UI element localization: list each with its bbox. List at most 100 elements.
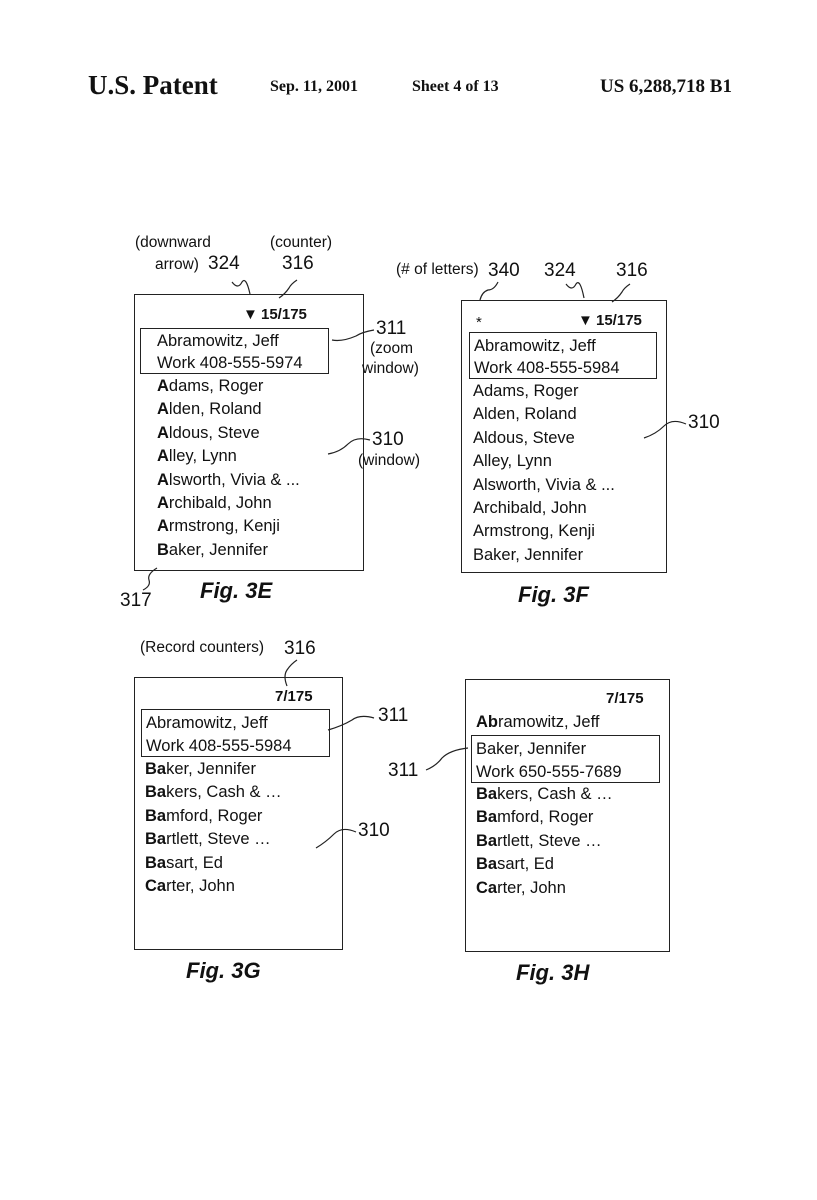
- fig3g-ref-311: 311: [378, 705, 409, 726]
- fig3e-list-item[interactable]: Adams, Roger: [157, 376, 263, 396]
- fig3e-matched-letters: A: [157, 447, 169, 466]
- fig3e-list-item-text: rmstrong, Kenji: [168, 517, 280, 536]
- fig3g-matched-letters: Ba: [145, 830, 167, 849]
- fig3g-matched-letters: Ba: [145, 806, 167, 825]
- fig3h-zoom-phone: Work 650-555-7689: [476, 763, 622, 781]
- leader-3e-316: [278, 279, 298, 299]
- fig3h-list-item-text: kers, Cash & …: [497, 785, 613, 803]
- fig3g-label: Fig. 3G: [186, 958, 261, 983]
- fig3f-list-item-text: Alley, Lynn: [473, 452, 552, 471]
- fig3h-zoom-window[interactable]: Baker, Jennifer Work 650-555-7689: [471, 735, 660, 783]
- fig3e-list-item-text: dams, Roger: [168, 377, 264, 395]
- fig3e-ref-316: 316: [282, 253, 314, 274]
- leader-3g-311: [327, 715, 375, 731]
- fig3f-letter-count-asterisk: *: [476, 314, 482, 331]
- fig3e-arrow-caption-line1: (downward: [135, 234, 211, 251]
- fig3e-list-item[interactable]: Alden, Roland: [157, 399, 262, 419]
- fig3g-matched-letters: Ba: [145, 853, 167, 872]
- fig3e-record-counter: 15/175: [261, 306, 307, 323]
- fig3e-matched-letters: A: [157, 377, 169, 395]
- patent-number: US 6,288,718 B1: [600, 76, 732, 97]
- fig3f-list-item[interactable]: Armstrong, Kenji: [473, 521, 595, 541]
- fig3h-ref-311: 311: [388, 760, 419, 781]
- fig3g-list-item[interactable]: Baker, Jennifer: [145, 759, 256, 779]
- fig3e-matched-letters: A: [157, 494, 169, 512]
- patent-date: Sep. 11, 2001: [270, 78, 359, 95]
- fig3e-label: Fig. 3E: [200, 578, 273, 603]
- fig3e-matched-letters: B: [157, 540, 169, 559]
- fig3e-zoom-phone: Work 408-555-5974: [157, 354, 303, 372]
- fig3h-matched-letters: Ab: [476, 713, 498, 731]
- fig3e-downward-arrow-icon[interactable]: ▼: [243, 306, 258, 323]
- leader-3e-317: [142, 567, 158, 591]
- patent-header-title: U.S. Patent: [88, 70, 218, 100]
- fig3g-list-item-text: ker, Jennifer: [166, 760, 256, 778]
- fig3f-list-item[interactable]: Aldous, Steve: [473, 428, 575, 448]
- fig3f-screen: * ▼ 15/175 Abramowitz, Jeff Work 408-555…: [461, 300, 667, 573]
- fig3h-list-item-text: rtlett, Steve …: [497, 831, 602, 850]
- fig3f-list-item[interactable]: Archibald, John: [473, 498, 587, 518]
- fig3h-list-item[interactable]: Basart, Ed: [476, 854, 554, 874]
- fig3e-list-item[interactable]: Armstrong, Kenji: [157, 516, 280, 536]
- fig3g-ref-310: 310: [358, 820, 390, 841]
- fig3e-list-item[interactable]: Baker, Jennifer: [157, 540, 268, 560]
- fig3e-list-item[interactable]: Aldous, Steve: [157, 423, 260, 443]
- fig3g-zoom-name: Abramowitz, Jeff: [146, 714, 268, 732]
- fig3h-list-item-text: rter, John: [497, 878, 566, 897]
- fig3f-list-item[interactable]: Alsworth, Vivia & ...: [473, 475, 615, 495]
- fig3e-window-caption: (window): [358, 452, 421, 469]
- fig3f-list-item[interactable]: Alden, Roland: [473, 404, 577, 424]
- fig3f-ref-316: 316: [616, 260, 648, 281]
- fig3e-list-item-text: lley, Lynn: [168, 447, 237, 466]
- fig3h-list-item[interactable]: Bamford, Roger: [476, 807, 593, 827]
- fig3e-list-item[interactable]: Archibald, John: [157, 493, 272, 513]
- fig3e-zoom-caption-line1: (zoom: [370, 340, 414, 357]
- fig3g-ref-316: 316: [284, 638, 316, 659]
- fig3g-list-item[interactable]: Basart, Ed: [145, 853, 223, 873]
- fig3g-list-item-text: kers, Cash & …: [166, 783, 282, 802]
- leader-3f-310: [643, 420, 687, 439]
- leader-3h-311: [425, 747, 469, 771]
- fig3f-zoom-phone: Work 408-555-5984: [474, 359, 620, 377]
- sheet-number: Sheet 4 of 13: [412, 78, 499, 95]
- fig3f-list-item-text: Aldous, Steve: [473, 428, 575, 447]
- fig3f-list-item-text: Armstrong, Kenji: [473, 522, 595, 541]
- fig3e-list-item-text: aker, Jennifer: [168, 540, 268, 559]
- fig3g-list-item[interactable]: Bamford, Roger: [145, 806, 262, 826]
- fig3h-list-item[interactable]: Abramowitz, Jeff: [476, 712, 599, 732]
- fig3f-downward-arrow-icon[interactable]: ▼: [578, 312, 593, 329]
- fig3g-list-item[interactable]: Carter, John: [145, 876, 235, 896]
- fig3f-list-item-text: Baker, Jennifer: [473, 545, 584, 564]
- fig3e-list-item[interactable]: Alley, Lynn: [157, 446, 237, 466]
- fig3h-list-item[interactable]: Bartlett, Steve …: [476, 831, 602, 851]
- fig3f-record-counter: 15/175: [596, 312, 642, 329]
- fig3f-zoom-window[interactable]: Abramowitz, Jeff Work 408-555-5984: [469, 332, 657, 379]
- fig3h-list-item[interactable]: Bakers, Cash & …: [476, 784, 613, 804]
- fig3g-counters-caption: (Record counters): [140, 639, 265, 656]
- fig3h-list-item[interactable]: Carter, John: [476, 878, 566, 898]
- fig3f-letters-caption: (# of letters): [396, 261, 479, 278]
- fig3e-matched-letters: A: [157, 470, 169, 489]
- leader-3f-324: [565, 282, 585, 299]
- fig3f-list-item[interactable]: Adams, Roger: [473, 381, 578, 401]
- fig3e-matched-letters: A: [157, 423, 169, 442]
- fig3h-matched-letters: Ba: [476, 855, 498, 874]
- fig3e-list-item[interactable]: Alsworth, Vivia & ...: [157, 470, 300, 490]
- fig3e-zoom-window[interactable]: Abramowitz, Jeff Work 408-555-5974: [140, 328, 329, 374]
- fig3e-counter-caption: (counter): [270, 234, 333, 251]
- fig3e-matched-letters: A: [157, 517, 169, 536]
- fig3f-ref-324: 324: [544, 260, 576, 281]
- fig3h-list-item-text: sart, Ed: [497, 855, 554, 874]
- fig3f-list-item[interactable]: Baker, Jennifer: [473, 545, 583, 565]
- fig3g-list-item[interactable]: Bartlett, Steve …: [145, 829, 271, 849]
- fig3f-ref-340: 340: [488, 260, 520, 281]
- fig3g-zoom-window[interactable]: Abramowitz, Jeff Work 408-555-5984: [141, 709, 330, 757]
- fig3f-list-item[interactable]: Alley, Lynn: [473, 451, 552, 471]
- fig3g-list-item-text: sart, Ed: [166, 853, 223, 872]
- fig3e-zoom-caption-line2: window): [362, 360, 419, 377]
- fig3e-zoom-name: Abramowitz, Jeff: [157, 332, 279, 350]
- fig3g-list-item[interactable]: Bakers, Cash & …: [145, 782, 282, 802]
- fig3h-matched-letters: Ba: [476, 808, 498, 827]
- fig3g-list-item-text: rter, John: [166, 877, 235, 895]
